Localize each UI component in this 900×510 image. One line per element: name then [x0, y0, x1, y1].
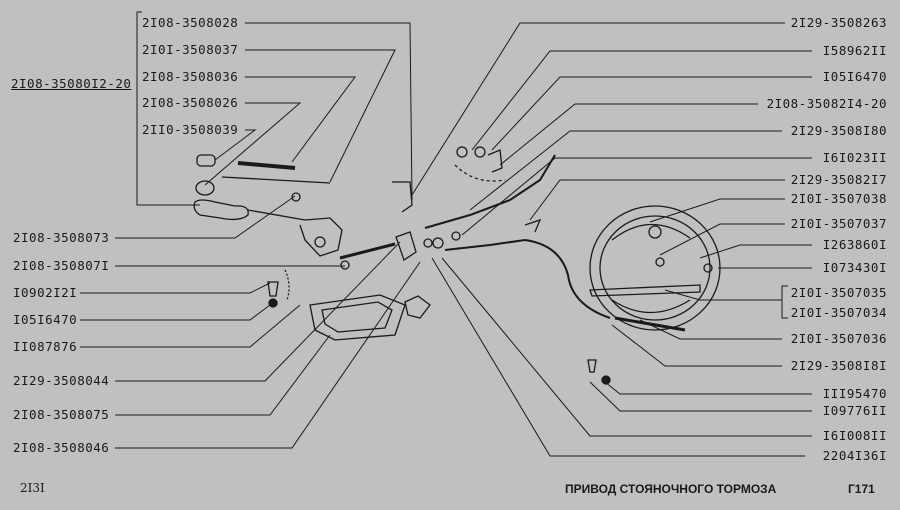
part-label: 2I29-3508263 — [789, 15, 888, 30]
part-label: III95470 — [821, 386, 888, 401]
part-label: 2I08-3508046 — [12, 440, 111, 455]
part-label: 2I08-3508028 — [141, 15, 240, 30]
part-label: I58962II — [821, 43, 888, 58]
part-label: 2II0-3508039 — [141, 122, 240, 137]
part-label: 2I08-3508075 — [12, 407, 111, 422]
part-label: 2I0I-3507036 — [789, 331, 888, 346]
leader-lines-left — [80, 22, 421, 449]
assembly-bracket — [136, 11, 200, 206]
part-label: I263860I — [821, 237, 888, 252]
part-label: 2I29-3508044 — [12, 373, 111, 388]
part-label: 2I0I-3507035 — [789, 285, 888, 300]
leader-lines-right — [411, 22, 812, 457]
part-label: I05I6470 — [821, 69, 888, 84]
part-label: 2I0I-3507037 — [789, 216, 888, 231]
part-label: 2I0I-3507038 — [789, 191, 888, 206]
diagram-title: ПРИВОД СТОЯНОЧНОГО ТОРМОЗА — [565, 482, 777, 496]
part-label: 2204I36I — [821, 448, 888, 463]
part-label: 2I29-35082I7 — [789, 172, 888, 187]
part-label: 2I0I-3508037 — [141, 42, 240, 57]
part-label: 2I08-35082I4-20 — [765, 96, 888, 111]
part-label: 2I08-350807I — [12, 258, 111, 273]
part-label: I073430I — [821, 260, 888, 275]
part-label: 2I29-3508I80 — [789, 123, 888, 138]
part-label: 2I0I-3507034 — [789, 305, 888, 320]
part-label: 2I08-3508026 — [141, 95, 240, 110]
part-label: 2I08-3508036 — [141, 69, 240, 84]
cable-equalizer — [392, 146, 686, 332]
page-number: Г171 — [848, 482, 875, 496]
part-label: 2I29-3508I8I — [789, 358, 888, 373]
part-label: I6I008II — [821, 428, 888, 443]
handbrake-lever — [193, 154, 396, 308]
model-number: 2I3I — [20, 481, 45, 495]
assembly-label: 2I08-35080I2-20 — [10, 76, 133, 91]
brake-backing-plate — [587, 205, 721, 385]
part-label: I6I023II — [821, 150, 888, 165]
boot-cover — [309, 294, 431, 341]
part-label: I05I6470 — [12, 312, 79, 327]
part-label: II087876 — [12, 339, 79, 354]
part-label: I0902I2I — [12, 285, 79, 300]
part-label: I09776II — [821, 403, 888, 418]
part-label: 2I08-3508073 — [12, 230, 111, 245]
